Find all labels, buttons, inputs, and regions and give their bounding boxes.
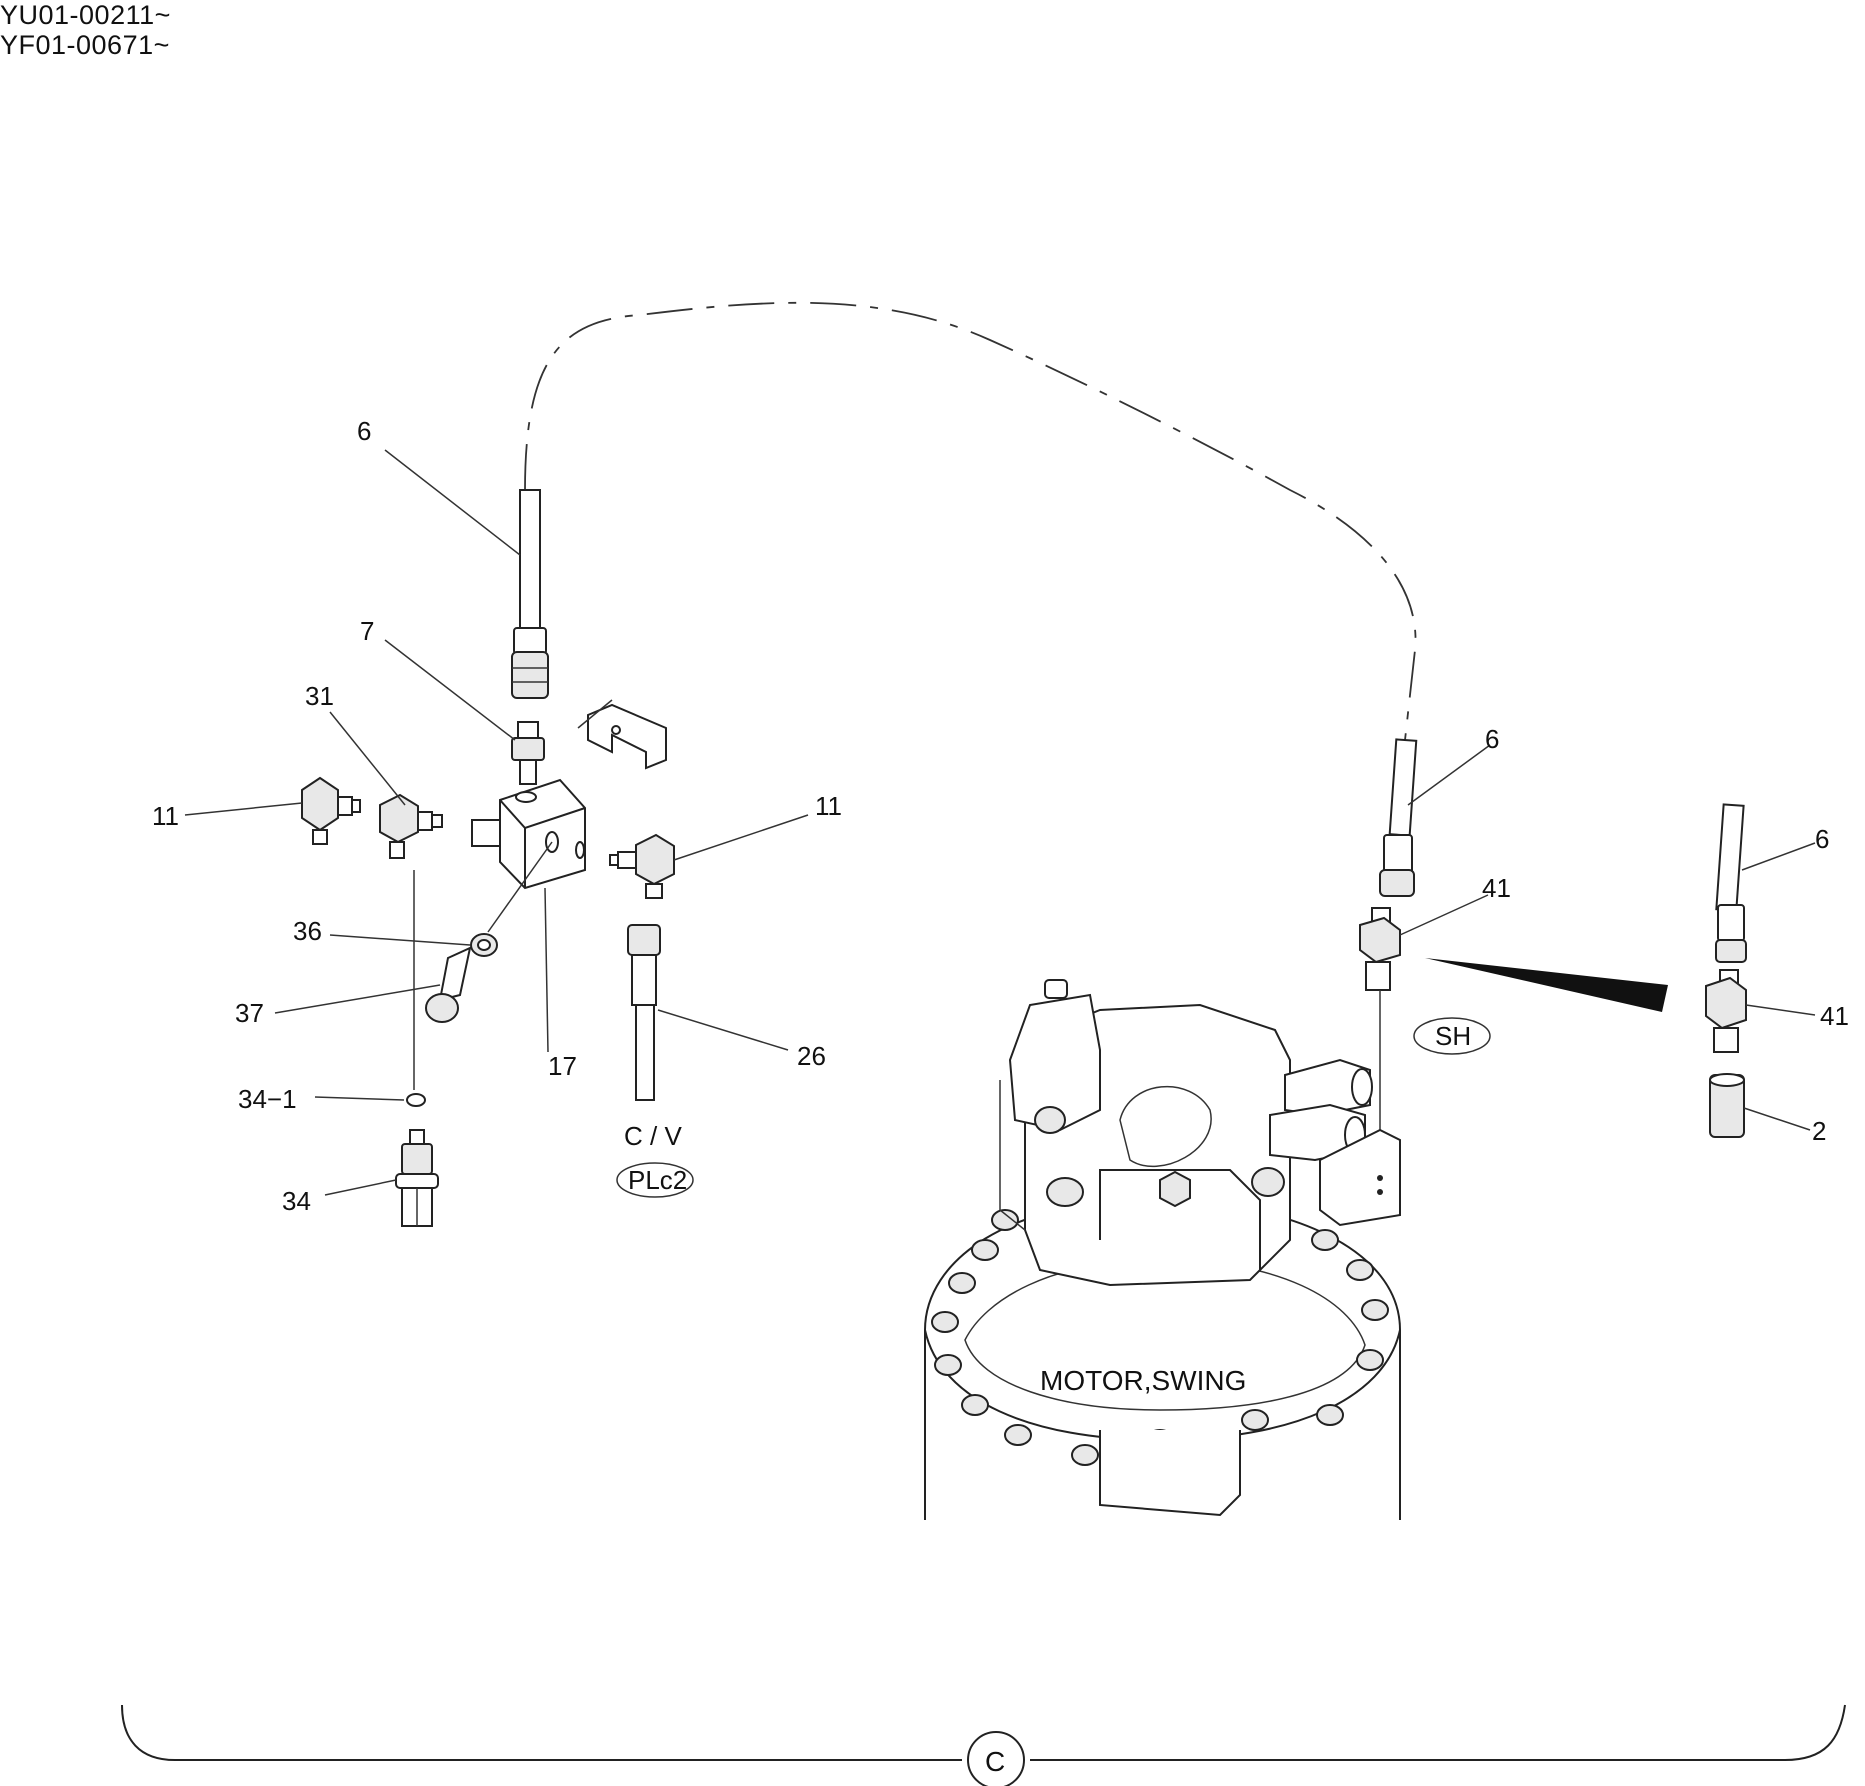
callout-11-right: 11: [815, 791, 842, 821]
hose-6-middle: [1379, 738, 1418, 897]
view-label-c: C: [985, 1746, 1005, 1777]
o-ring-34-1: [406, 1093, 426, 1107]
fitting-41-middle: [1359, 907, 1401, 991]
callout-7: 7: [360, 616, 374, 646]
serial-number-1: YU01-00211~: [0, 0, 171, 30]
callout-41-right: 41: [1820, 1001, 1849, 1031]
callout-37: 37: [235, 998, 264, 1028]
port-badge-sh: [1413, 1017, 1491, 1055]
hose-route-dashed-line: [524, 301, 1417, 741]
elbow-fitting-11-left: [301, 776, 361, 845]
elbow-fitting-31: [379, 793, 443, 859]
elbow-fitting-11-right: [609, 833, 675, 899]
leader-lines-left: [184, 449, 809, 1196]
callout-17: 17: [548, 1051, 577, 1081]
callout-41-middle: 41: [1482, 873, 1511, 903]
view-label-circle: [967, 1731, 1025, 1786]
callout-2: 2: [1812, 1116, 1826, 1146]
callout-26: 26: [797, 1041, 826, 1071]
swing-motor: [924, 979, 1401, 1520]
fitting-41-right: [1705, 969, 1747, 1053]
hose-6-right: [1715, 803, 1747, 963]
pressure-sensor-34: [395, 1129, 439, 1227]
port-label-sh: SH: [1435, 1021, 1471, 1051]
port-badge-plc2: [616, 1162, 694, 1198]
view-bracket-brace: [121, 1704, 1846, 1761]
callout-34-1: 34−1: [238, 1084, 297, 1114]
adapter-7: [511, 721, 545, 785]
bolt-37: [425, 946, 472, 1023]
callout-34: 34: [282, 1186, 311, 1216]
port-label-cv: C / V: [624, 1121, 682, 1151]
callout-31: 31: [305, 681, 334, 711]
callout-6-middle: 6: [1485, 724, 1499, 754]
mounting-bracket: [587, 703, 667, 770]
callout-11-left: 11: [152, 801, 179, 831]
block-17: [471, 778, 586, 890]
callout-36: 36: [293, 916, 322, 946]
motor-swing-label: MOTOR,SWING: [1040, 1365, 1246, 1396]
view-pointer-wedge: [1425, 958, 1668, 1012]
leader-lines-right: [1379, 744, 1816, 1131]
adapter-2: [1709, 1073, 1745, 1138]
port-label-plc2: PLc2: [628, 1165, 687, 1195]
hose-26: [627, 924, 661, 1101]
serial-number-2: YF01-00671~: [0, 30, 170, 60]
callout-6-top: 6: [357, 416, 371, 446]
callout-6-right: 6: [1815, 824, 1829, 854]
washer-36: [470, 933, 498, 957]
hose-6-top: [511, 489, 549, 699]
